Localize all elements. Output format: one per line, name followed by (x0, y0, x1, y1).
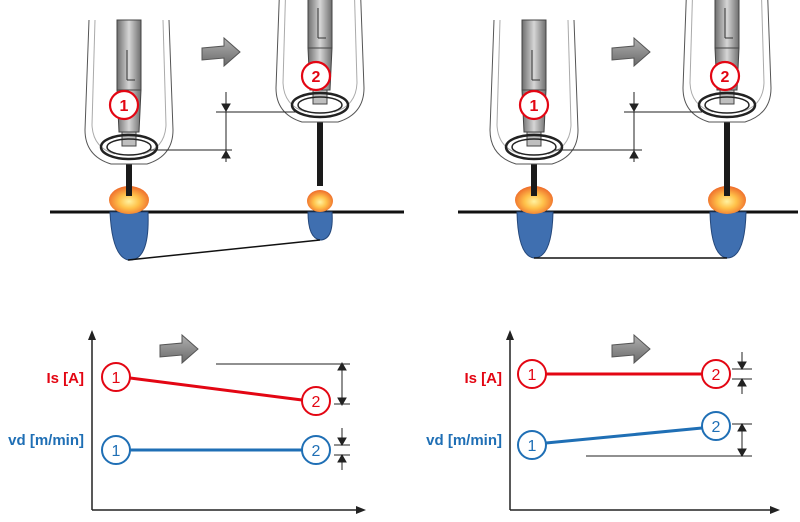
is-marker-1-label: 1 (112, 370, 121, 387)
arc-right-1 (515, 186, 553, 214)
right-graph: Is [A] vd [m/min] 1 2 1 2 (426, 330, 780, 514)
vd-marker-2 (301, 435, 331, 465)
is-marker-right-2 (701, 359, 731, 389)
torch-1-number: 1 (120, 98, 129, 115)
penetration-line (127, 239, 321, 261)
torch-right-1-badge (518, 89, 550, 121)
vd-marker-2-label: 2 (312, 443, 321, 460)
vd-no-change-dimension (334, 428, 350, 470)
vd-marker-1-label: 1 (112, 443, 121, 460)
is-no-change-dimension-right (732, 352, 752, 394)
torch-right-1-number: 1 (530, 98, 539, 115)
is-marker-right-1 (517, 359, 547, 389)
right-arrow-icon-4 (611, 333, 651, 365)
is-line (129, 376, 303, 402)
weld-pool-right-1 (516, 211, 554, 259)
left-graph: Is [A] vd [m/min] 1 2 1 2 (8, 330, 366, 514)
torch-right-2-number: 2 (721, 69, 730, 86)
right-arrow-icon (201, 36, 241, 68)
torch-position-1 (84, 19, 174, 165)
torch-position-2 (275, 0, 365, 123)
left-scenario-process: 1 2 (50, 0, 404, 261)
arc-1 (109, 186, 149, 214)
vd-marker-right-1-label: 1 (528, 438, 537, 455)
vd-change-dimension-right (586, 422, 752, 458)
is-axis-label-right: Is [A] (465, 370, 503, 387)
torch-1-badge (108, 89, 140, 121)
vd-marker-right-2-label: 2 (712, 419, 721, 436)
is-marker-2-label: 2 (312, 394, 321, 411)
is-marker-2 (301, 386, 331, 416)
y-axis-right-arrowhead (506, 330, 514, 340)
is-axis-label: Is [A] (47, 370, 85, 387)
is-marker-1 (101, 362, 131, 392)
right-arrow-icon-2 (611, 36, 651, 68)
arc-right-2 (708, 186, 746, 214)
is-change-dimension (216, 361, 350, 407)
weld-pool-right-2 (709, 211, 747, 259)
is-marker-right-2-label: 2 (712, 367, 721, 384)
right-arrow-icon-3 (159, 333, 199, 365)
torch-right-position-1 (489, 19, 579, 165)
stickout-dimension (150, 92, 296, 162)
x-axis-arrowhead (356, 506, 366, 514)
vd-marker-1 (101, 435, 131, 465)
x-axis-right-arrowhead (770, 506, 780, 514)
torch-2-badge (300, 60, 332, 92)
weld-pool-2 (307, 211, 333, 241)
is-marker-right-1-label: 1 (528, 367, 537, 384)
vd-marker-right-1 (517, 430, 547, 460)
weld-pool-1 (109, 211, 149, 261)
vd-line-right (545, 426, 703, 445)
arc-2 (307, 190, 333, 212)
stickout-dimension-right (555, 92, 702, 162)
vd-axis-label-right: vd [m/min] (426, 432, 502, 449)
y-axis-arrowhead (88, 330, 96, 340)
right-scenario-process: 1 2 (458, 0, 798, 259)
torch-right-2-badge (709, 60, 741, 92)
vd-axis-label: vd [m/min] (8, 432, 84, 449)
torch-2-number: 2 (312, 69, 321, 86)
torch-right-position-2 (682, 0, 772, 123)
vd-marker-right-2 (701, 411, 731, 441)
